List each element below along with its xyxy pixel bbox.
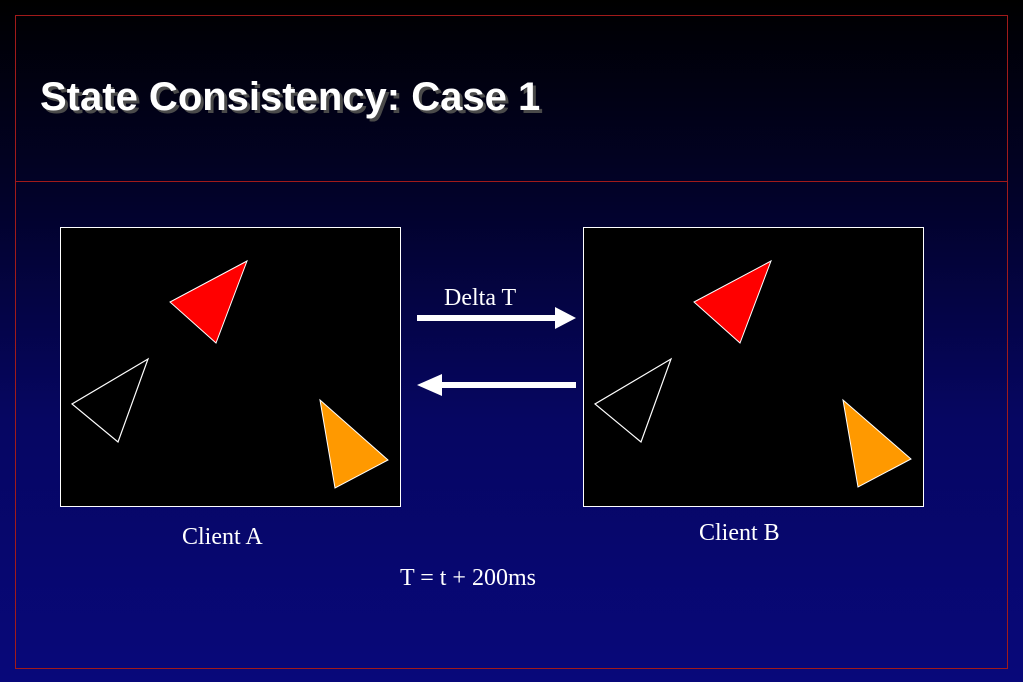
orange-triangle [842,398,912,488]
delta-t-label: Delta T [444,285,517,311]
client-b-view [583,227,924,507]
slide-frame [15,15,1008,669]
client-a-view [60,227,401,507]
client-a-scene [70,259,389,489]
left-arrow [417,374,576,396]
title-divider [15,181,1008,182]
client-b-scene [593,259,912,488]
red-triangle [169,259,248,344]
sync-arrows [417,307,576,396]
time-formula: T = t + 200ms [400,565,536,591]
client-a-label: Client A [182,524,263,550]
red-triangle [693,259,772,344]
client-b-label: Client B [699,520,780,546]
right-arrow [417,307,576,329]
outline-triangle [70,357,150,444]
orange-triangle [319,398,389,489]
outline-triangle [593,357,673,444]
slide-title: State Consistency: Case 1 [40,75,541,119]
